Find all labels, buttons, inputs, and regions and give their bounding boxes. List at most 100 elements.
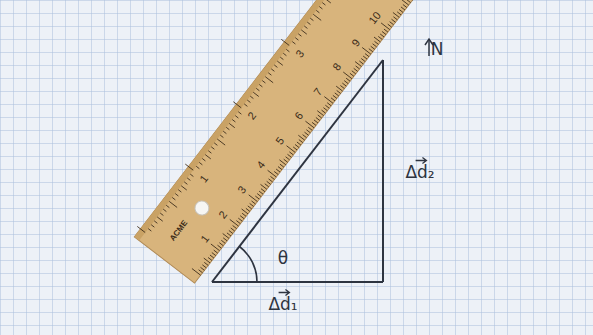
ruler-tick — [316, 10, 319, 12]
ruler-tick — [354, 68, 358, 71]
ruler-tick — [310, 18, 313, 20]
ruler-hole — [192, 198, 212, 218]
ruler-tick — [199, 270, 203, 273]
ruler-tick — [316, 117, 320, 120]
ruler-tick — [304, 26, 307, 28]
ruler-tick — [287, 154, 291, 157]
ruler-body — [134, 0, 438, 283]
ruler-tick — [205, 155, 211, 159]
ruler-tick — [262, 81, 265, 83]
ruler-tick — [214, 143, 217, 145]
ruler-tick — [305, 132, 309, 135]
ruler-tick — [253, 92, 259, 96]
ruler-tick — [286, 49, 289, 51]
ruler-tick — [244, 104, 247, 106]
ruler-tick — [211, 147, 214, 149]
ruler-tick — [283, 53, 286, 55]
ruler-tick — [359, 61, 363, 64]
ruler-tick — [352, 71, 356, 74]
ruler-tick — [307, 22, 310, 24]
ruler-tick — [373, 44, 377, 47]
ruler-tick — [199, 162, 202, 164]
ruler-tick — [350, 73, 354, 76]
ruler-tick — [192, 269, 201, 276]
ruler-tick — [249, 195, 258, 202]
ruler-tick — [265, 77, 273, 83]
ruler-tick — [322, 3, 325, 5]
ruler-tick — [219, 243, 223, 246]
ruler-tick — [227, 233, 231, 236]
ruler-tick — [200, 267, 204, 270]
ruler-tick — [271, 69, 274, 71]
ruler-tick — [274, 171, 278, 174]
ruler-tick — [226, 127, 229, 129]
ruler-tick — [269, 179, 273, 182]
ruler-tick — [308, 127, 312, 130]
ruler-tick — [342, 83, 346, 86]
ruler-tick — [280, 164, 284, 167]
ruler-tick — [221, 240, 225, 243]
ruler-tick — [278, 167, 282, 170]
ruler-tick — [286, 157, 290, 160]
ruler-tick — [293, 147, 297, 150]
ruler-tick — [409, 0, 413, 1]
ruler-tick — [382, 31, 386, 34]
ruler-tick — [268, 170, 277, 177]
ruler-tick — [231, 228, 235, 231]
ruler-tick — [236, 221, 240, 224]
ruler-tick — [233, 226, 237, 229]
ruler-tick — [369, 49, 373, 52]
ruler-tick — [393, 17, 397, 20]
ruler-tick — [233, 102, 241, 108]
ruler-tick — [166, 205, 169, 207]
resultant-line — [212, 60, 383, 282]
ruler-tick — [384, 29, 388, 32]
ruler-tick — [346, 78, 350, 81]
ruler-tick — [185, 164, 193, 170]
ruler-tick — [365, 54, 369, 57]
ruler-tick — [250, 203, 254, 206]
ruler-tick — [381, 23, 390, 30]
ruler-tick — [295, 38, 298, 40]
ruler-tick — [324, 97, 333, 104]
ruler-tick — [305, 121, 314, 128]
ruler-tick — [378, 36, 382, 39]
ruler-tick — [297, 142, 301, 145]
ruler-tick — [265, 184, 269, 187]
ruler-tick — [343, 72, 352, 79]
angle-label: θ — [278, 250, 288, 267]
ruler-tick — [299, 140, 303, 143]
ruler-tick — [238, 112, 241, 114]
ruler-tick — [267, 181, 271, 184]
ruler-tick — [181, 186, 187, 190]
ruler-tick — [172, 197, 175, 199]
ruler-tick — [256, 88, 259, 90]
ruler-tick — [160, 213, 163, 215]
ruler-tick — [235, 116, 238, 118]
ruler-tick — [169, 201, 177, 207]
ruler-tick — [340, 86, 344, 89]
ruler-tick — [248, 206, 252, 209]
ruler-tick — [333, 95, 337, 98]
ruler-tick — [252, 201, 256, 204]
ruler-tick — [303, 135, 307, 138]
ruler-tick — [255, 196, 259, 199]
angle-arc — [240, 247, 258, 283]
ruler-tick — [196, 166, 199, 168]
ruler-ticks — [137, 0, 437, 275]
ruler-tick — [190, 174, 193, 176]
ruler-tick — [208, 257, 212, 260]
ruler-tick — [287, 146, 296, 153]
ruler-tick — [229, 230, 233, 233]
ruler-tick — [259, 84, 262, 86]
ruler-tick — [217, 139, 225, 145]
ruler-tick — [232, 120, 235, 122]
ruler-tick — [401, 7, 405, 10]
ruler-tick — [178, 190, 181, 192]
ruler-tick — [388, 24, 392, 27]
ruler-tick — [204, 262, 208, 265]
ruler-tick — [246, 208, 250, 211]
ruler — [131, 0, 438, 283]
ruler-tick — [276, 169, 280, 172]
ruler-tick — [292, 42, 295, 44]
